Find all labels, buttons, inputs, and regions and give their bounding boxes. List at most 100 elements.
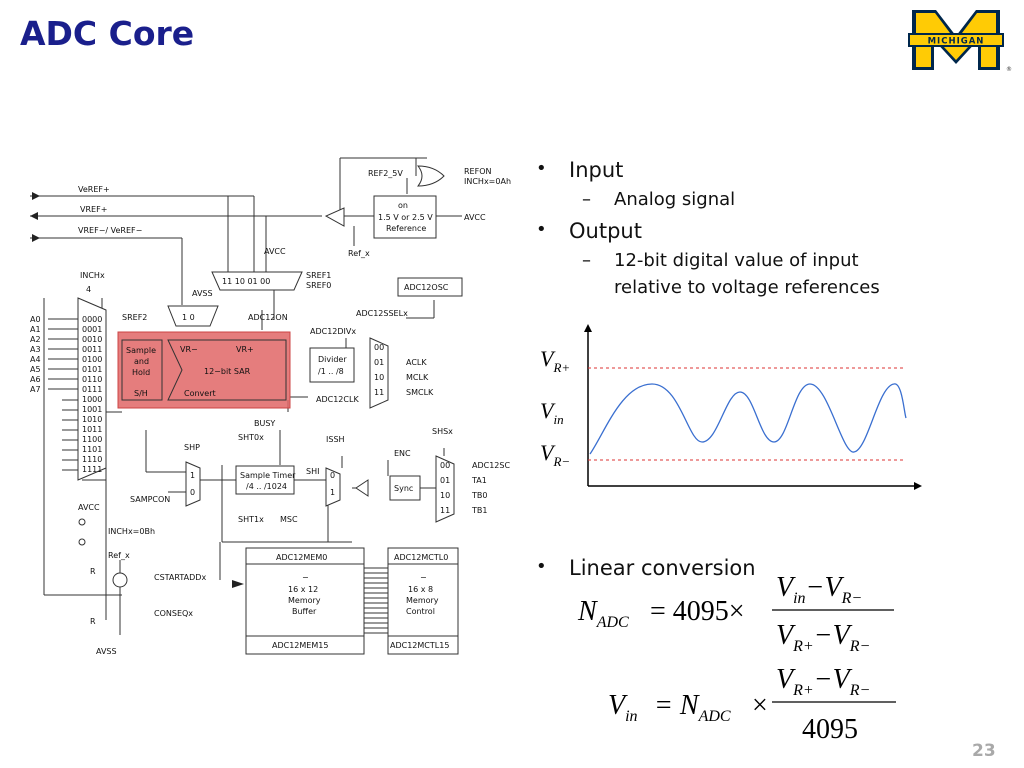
label-msc: MSC xyxy=(280,515,298,524)
channel-A2: A2 xyxy=(30,335,41,344)
eq1-num-v: V xyxy=(776,572,796,603)
vr-plus-sub: R+ xyxy=(552,360,570,375)
shs-00: 00 xyxy=(440,461,450,470)
mux-code-0100: 0100 xyxy=(82,355,102,364)
equation-nadc: NADC = 4095× Vin−VR− VR+−VR− xyxy=(577,572,894,655)
label-mem15: ADC12MEM15 xyxy=(272,641,328,650)
label-adc12sc: ADC12SC xyxy=(472,461,510,470)
sar-highlight xyxy=(117,331,291,409)
shp-mux xyxy=(185,461,201,507)
label-mctl15: ADC12MCTL15 xyxy=(390,641,449,650)
eq2-num2-sub: R− xyxy=(849,682,871,699)
bullet-output: Output xyxy=(536,219,926,243)
sel-10: 10 xyxy=(374,373,384,382)
channel-A5: A5 xyxy=(30,365,41,374)
current-source xyxy=(112,572,128,588)
eq2-den: 4095 xyxy=(802,714,858,745)
eq1-n: N xyxy=(577,596,598,627)
mux-code-0111: 0111 xyxy=(82,385,102,394)
label-sample-timer: Sample Timer xyxy=(240,471,296,480)
eq2-v: V xyxy=(608,690,628,721)
label-adc12osc: ADC12OSC xyxy=(404,283,449,292)
mux-code-0101: 0101 xyxy=(82,365,102,374)
eq1-num: Vin−VR− xyxy=(776,572,862,607)
eq1-den: VR+−VR− xyxy=(776,620,870,655)
label-busy: BUSY xyxy=(254,419,275,428)
sel-01: 01 xyxy=(374,358,384,367)
vin-label: Vin xyxy=(540,398,564,427)
eq1-num2-sub: R− xyxy=(841,590,863,607)
mux-code-0010: 0010 xyxy=(82,335,102,344)
bullet-output-sub: 12-bit digital value of input relative t… xyxy=(536,247,926,301)
mux-values: 11 10 01 00 xyxy=(222,277,270,286)
label-shsx: SHSx xyxy=(432,427,453,436)
channel-A4: A4 xyxy=(30,355,41,364)
sar-block xyxy=(167,339,287,401)
arrow xyxy=(32,192,40,200)
label-sht0x: SHT0x xyxy=(238,433,264,442)
sample-hold-block xyxy=(121,339,163,401)
sel-00: 00 xyxy=(374,343,384,352)
channel-A6: A6 xyxy=(30,375,41,384)
label-timer-range: /4 .. /1024 xyxy=(246,482,287,491)
label-and: and xyxy=(134,357,149,366)
label-shi: SHI xyxy=(306,467,319,476)
shs-mux xyxy=(435,455,455,523)
sample-timer-block xyxy=(235,465,295,495)
label-sh: S/H xyxy=(134,389,148,398)
eq2-n-sub: ADC xyxy=(698,708,731,725)
bullet-linear: Linear conversion xyxy=(536,556,756,580)
eq1-den-sub: R+ xyxy=(792,638,814,655)
label-ref-x: Ref_x xyxy=(348,249,370,258)
vr-minus-v: V xyxy=(540,440,556,465)
label-avcc-top: AVCC xyxy=(464,213,486,222)
channel-A3: A3 xyxy=(30,345,41,354)
vin-signal xyxy=(589,383,907,455)
label-divider: Divider xyxy=(318,355,347,364)
channel-A1: A1 xyxy=(30,325,41,334)
vr-plus-v: V xyxy=(540,346,556,371)
eq2-mid: = NADC xyxy=(654,690,731,725)
reference-block xyxy=(373,195,437,239)
eq1-coef: = 4095× xyxy=(650,596,745,627)
shs-10: 10 xyxy=(440,491,450,500)
eq2-num2-v: −V xyxy=(814,664,853,695)
label-hold: Hold xyxy=(132,368,150,377)
ref-mux xyxy=(211,271,303,291)
label-conseqx: CONSEQx xyxy=(154,609,193,618)
eq1-den2-v: −V xyxy=(814,620,853,651)
eq2-lhs: Vin xyxy=(608,690,638,725)
mux-codes: 0000000100100011010001010110011110001001… xyxy=(82,315,102,474)
label-r1: R xyxy=(90,567,96,576)
label-adc12clk: ADC12CLK xyxy=(316,395,359,404)
label-shp: SHP xyxy=(184,443,200,452)
issh-in0: 0 xyxy=(330,471,335,480)
waveform-graphic: VR+ Vin VR− xyxy=(540,324,922,490)
label-mem0: ADC12MEM0 xyxy=(276,553,327,562)
label-tb1: TB1 xyxy=(471,506,487,515)
arrow xyxy=(232,580,244,588)
sel-11: 11 xyxy=(374,388,384,397)
mux-code-1011: 1011 xyxy=(82,425,102,434)
mux-code-1100: 1100 xyxy=(82,435,102,444)
memory-bus xyxy=(364,567,388,634)
mem-dash: − xyxy=(302,573,309,582)
label-sref2: SREF2 xyxy=(122,313,147,322)
mux-code-0000: 0000 xyxy=(82,315,102,324)
shs-01: 01 xyxy=(440,476,450,485)
input-mux xyxy=(77,297,107,481)
label-sample: Sample xyxy=(126,346,156,355)
label-mem-size: 16 x 12 xyxy=(288,585,318,594)
label-ctl-memory: Memory xyxy=(406,596,439,605)
channel-A0: A0 xyxy=(30,315,41,324)
label-avss-bottom: AVSS xyxy=(96,647,117,656)
inverter xyxy=(355,479,369,497)
label-inchx0bh: INCHx=0Bh xyxy=(108,527,155,536)
label-adc12on: ADC12ON xyxy=(248,313,288,322)
label-verefp: VeREF+ xyxy=(78,185,110,194)
label-avcc-tap: AVCC xyxy=(78,503,100,512)
eq2-num: VR+−VR− xyxy=(776,664,870,699)
eq2-times: × xyxy=(752,690,768,721)
label-mctl0: ADC12MCTL0 xyxy=(394,553,448,562)
